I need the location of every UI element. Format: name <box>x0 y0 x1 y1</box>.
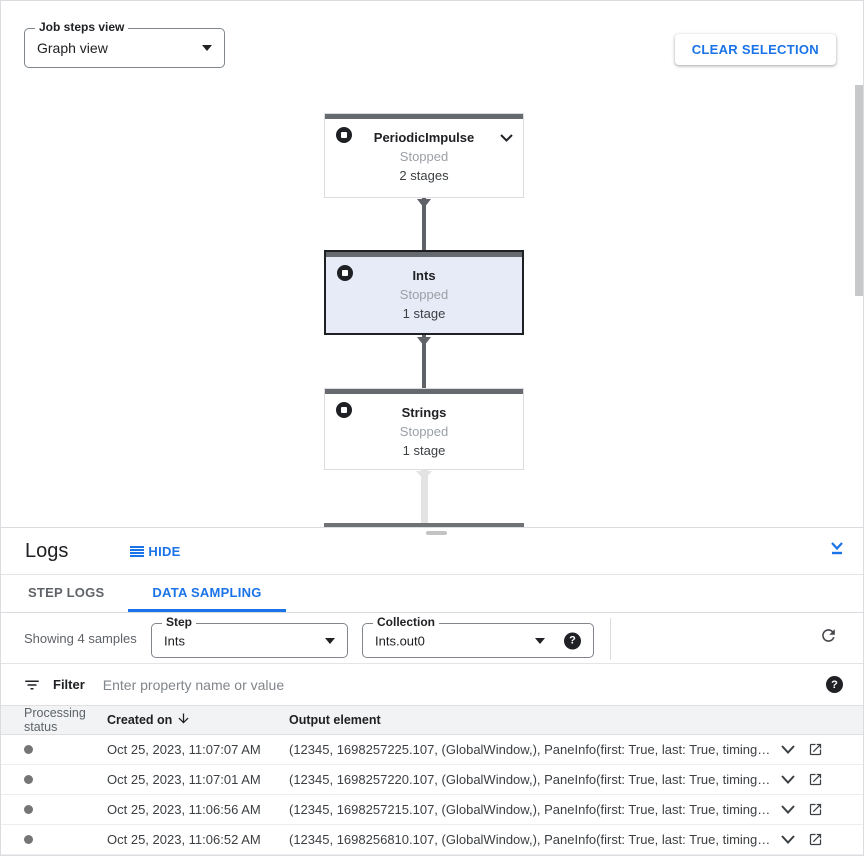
created-on-label: Created on <box>107 713 173 727</box>
hide-logs-button[interactable]: HIDE <box>130 544 180 559</box>
collapse-panel-icon[interactable] <box>829 540 845 559</box>
node-stages: 2 stages <box>399 168 449 183</box>
job-graph-panel: Job steps view Graph view CLEAR SELECTIO… <box>1 1 863 528</box>
tab-data-sampling[interactable]: DATA SAMPLING <box>128 575 286 612</box>
stopped-state-icon <box>336 127 352 143</box>
edge-strings-next <box>421 470 428 523</box>
edge-periodicimpulse-ints <box>422 198 426 251</box>
status-dot <box>24 745 33 754</box>
step-select[interactable]: Step Ints <box>151 615 348 658</box>
logs-panel: Logs HIDE STEP LOGS DATA SAMPLING Showin… <box>1 527 863 855</box>
status-dot <box>24 775 33 784</box>
status-dot <box>24 835 33 844</box>
edge-arrow-icon <box>416 471 432 480</box>
job-steps-view-label: Job steps view <box>35 20 129 34</box>
sort-descending-icon[interactable] <box>176 711 191 729</box>
samples-count-label: Showing 4 samples <box>24 631 137 646</box>
vertical-divider <box>610 618 611 660</box>
clear-selection-button[interactable]: CLEAR SELECTION <box>674 34 836 65</box>
created-on-cell: Oct 25, 2023, 11:06:56 AM <box>107 802 261 817</box>
refresh-icon[interactable] <box>819 626 838 648</box>
stopped-state-icon <box>337 265 353 281</box>
column-created-on[interactable]: Created on <box>107 711 289 729</box>
logs-header: Logs HIDE <box>1 528 863 575</box>
dropdown-arrow-icon <box>325 637 335 644</box>
list-lines-icon <box>130 545 145 557</box>
node-status: Stopped <box>399 149 449 164</box>
help-icon[interactable]: ? <box>564 632 581 649</box>
node-status: Stopped <box>399 424 449 439</box>
edge-arrow-icon <box>417 199 431 208</box>
node-title: Strings <box>401 405 447 420</box>
created-on-cell: Oct 25, 2023, 11:06:52 AM <box>107 832 261 847</box>
step-select-label: Step <box>162 615 197 629</box>
chevron-down-icon[interactable] <box>500 129 513 147</box>
dropdown-arrow-icon <box>535 637 545 644</box>
graph-vertical-scrollbar[interactable] <box>855 85 863 296</box>
chevron-down-icon[interactable] <box>781 745 795 754</box>
collection-select-value: Ints.out0 <box>375 633 425 648</box>
collection-select-label: Collection <box>373 615 440 629</box>
node-title: PeriodicImpulse <box>373 130 475 145</box>
logs-tabs: STEP LOGS DATA SAMPLING <box>1 575 863 613</box>
graph-node-strings[interactable]: Strings Stopped 1 stage <box>324 388 524 470</box>
hide-label: HIDE <box>148 543 181 559</box>
edge-ints-strings <box>422 335 426 388</box>
output-element-cell: (12345, 1698256810.107, (GlobalWindow,),… <box>289 832 771 847</box>
filter-label: Filter <box>53 677 85 692</box>
graph-node-periodicimpulse[interactable]: PeriodicImpulse Stopped 2 stages <box>324 113 524 198</box>
partially-visible-node <box>324 523 524 528</box>
status-dot <box>24 805 33 814</box>
node-stages: 1 stage <box>402 306 446 321</box>
panel-resize-handle[interactable] <box>426 531 447 535</box>
column-processing-status: Processing status <box>24 706 86 734</box>
filter-row: Filter ? <box>1 664 863 705</box>
filter-input[interactable] <box>102 676 823 693</box>
table-row[interactable]: Oct 25, 2023, 11:07:07 AM (12345, 169825… <box>1 735 863 765</box>
dropdown-arrow-icon <box>202 45 212 51</box>
stopped-state-icon <box>336 402 352 418</box>
help-icon[interactable]: ? <box>826 676 843 693</box>
column-output-element: Output element <box>289 713 381 727</box>
node-title: Ints <box>412 268 436 283</box>
logs-title: Logs <box>25 539 69 562</box>
edge-arrow-icon <box>417 337 431 346</box>
open-in-new-icon[interactable] <box>808 832 823 847</box>
created-on-cell: Oct 25, 2023, 11:07:01 AM <box>107 772 261 787</box>
job-steps-view-select[interactable]: Job steps view Graph view <box>24 20 225 68</box>
created-on-cell: Oct 25, 2023, 11:07:07 AM <box>107 742 261 757</box>
filter-icon <box>23 676 41 694</box>
chevron-down-icon[interactable] <box>781 775 795 784</box>
node-stages: 1 stage <box>402 443 446 458</box>
node-top-bar <box>326 252 522 257</box>
node-top-bar <box>325 389 523 394</box>
table-row[interactable]: Oct 25, 2023, 11:07:01 AM (12345, 169825… <box>1 765 863 795</box>
node-top-bar <box>325 114 523 119</box>
output-element-cell: (12345, 1698257225.107, (GlobalWindow,),… <box>289 742 771 757</box>
node-status: Stopped <box>399 287 449 302</box>
open-in-new-icon[interactable] <box>808 742 823 757</box>
chevron-down-icon[interactable] <box>781 835 795 844</box>
collection-select[interactable]: Collection Ints.out0 ? <box>362 615 594 658</box>
open-in-new-icon[interactable] <box>808 772 823 787</box>
table-row[interactable]: Oct 25, 2023, 11:06:52 AM (12345, 169825… <box>1 825 863 855</box>
step-select-value: Ints <box>164 633 185 648</box>
graph-node-ints[interactable]: Ints Stopped 1 stage <box>324 250 524 335</box>
job-steps-view-value: Graph view <box>37 40 108 56</box>
open-in-new-icon[interactable] <box>808 802 823 817</box>
table-row[interactable]: Oct 25, 2023, 11:06:56 AM (12345, 169825… <box>1 795 863 825</box>
sampling-controls: Showing 4 samples Step Ints Collection I… <box>1 613 863 664</box>
output-element-cell: (12345, 1698257220.107, (GlobalWindow,),… <box>289 772 771 787</box>
tab-step-logs[interactable]: STEP LOGS <box>28 584 105 600</box>
table-header: Processing status Created on Output elem… <box>1 705 863 735</box>
chevron-down-icon[interactable] <box>781 805 795 814</box>
output-element-cell: (12345, 1698257215.107, (GlobalWindow,),… <box>289 802 771 817</box>
